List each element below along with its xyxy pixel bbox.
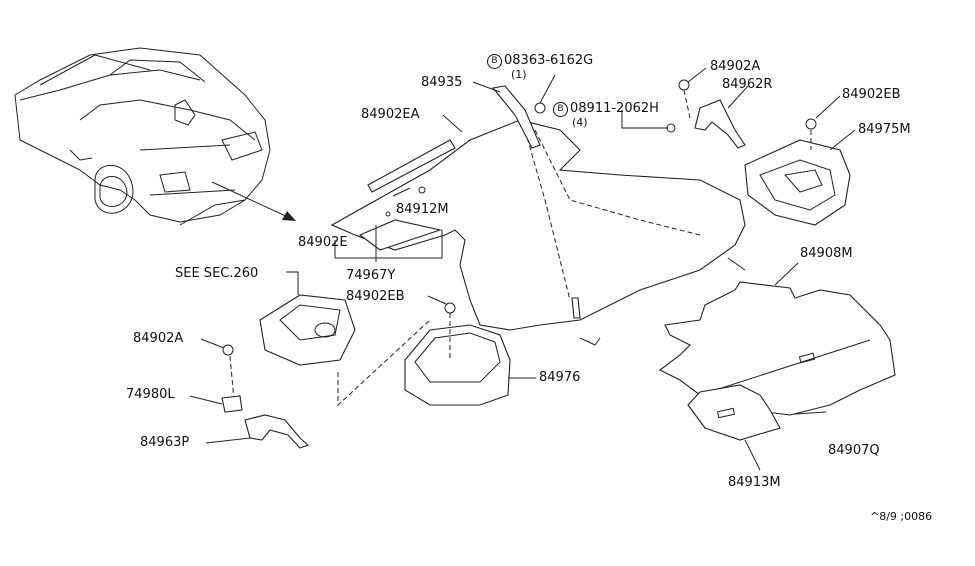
part-left-hardware bbox=[221, 344, 310, 449]
part-84908M bbox=[658, 281, 896, 416]
leader-lines bbox=[189, 67, 856, 471]
part-84912M bbox=[358, 139, 456, 251]
label-84902E: 84902E bbox=[298, 235, 348, 250]
label-84902A-left: 84902A bbox=[133, 331, 184, 346]
label-74980L: 74980L bbox=[126, 387, 175, 402]
view-arrow bbox=[211, 181, 296, 221]
label-84908M: 84908M bbox=[800, 246, 853, 261]
label-bolt-08363-qty: (1) bbox=[511, 68, 527, 81]
bolt-08911-code: 08911-2062H bbox=[570, 101, 659, 116]
label-84912M: 84912M bbox=[396, 202, 449, 217]
label-84962R: 84962R bbox=[722, 77, 773, 92]
label-84935: 84935 bbox=[421, 75, 463, 90]
label-bolt-08911-qty: (4) bbox=[572, 116, 588, 129]
part-sec260-block bbox=[259, 294, 356, 366]
label-84907Q: 84907Q bbox=[828, 443, 880, 458]
label-84902EA: 84902EA bbox=[361, 107, 420, 122]
bolt-marker-b-icon: B bbox=[553, 102, 568, 117]
label-84902EB-top: 84902EB bbox=[842, 87, 901, 102]
part-84913M bbox=[687, 384, 781, 441]
trunk-carpet bbox=[330, 119, 746, 346]
label-84976: 84976 bbox=[539, 370, 581, 385]
label-84913M: 84913M bbox=[728, 475, 781, 490]
car-illustration bbox=[14, 47, 271, 226]
label-see-sec-260: SEE SEC.260 bbox=[175, 266, 259, 281]
part-84935 bbox=[491, 85, 546, 149]
label-74967Y: 74967Y bbox=[346, 268, 396, 283]
label-84902A-top: 84902A bbox=[710, 59, 761, 74]
bolt-marker-b-icon: B bbox=[487, 54, 502, 69]
bolt-08363-code: 08363-6162G bbox=[504, 53, 594, 68]
reference-code: ^8/9 ;0086 bbox=[870, 510, 933, 523]
label-84902EB-mid: 84902EB bbox=[346, 289, 405, 304]
part-84975M bbox=[744, 118, 851, 226]
label-84963P: 84963P bbox=[140, 435, 190, 450]
label-84975M: 84975M bbox=[858, 122, 911, 137]
dashed-link bbox=[337, 319, 431, 407]
